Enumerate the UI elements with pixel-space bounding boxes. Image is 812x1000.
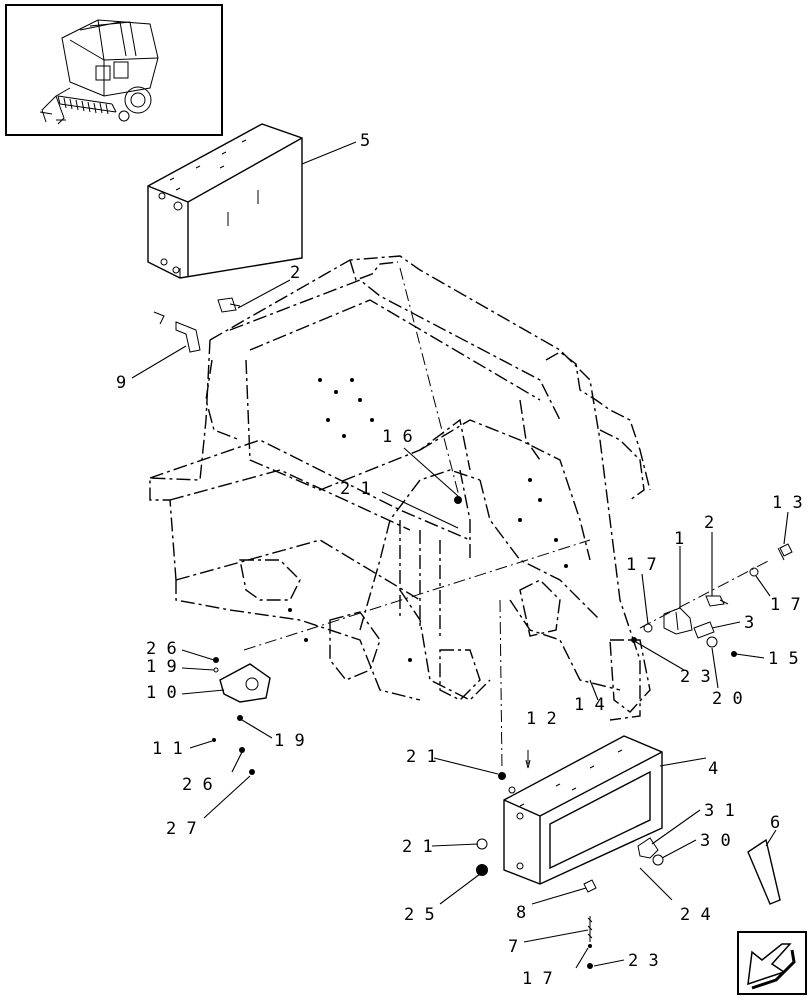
callout-1: 1 [674, 529, 684, 549]
part-23-nut-bottom [587, 963, 593, 969]
part-11-pin [212, 738, 216, 742]
next-page-arrow-icon[interactable] [737, 931, 807, 995]
callout-7: 7 [508, 937, 518, 957]
part-21-washer-bottom [476, 838, 488, 850]
part-31-clamp [637, 837, 659, 859]
callout-5: 5 [360, 131, 370, 151]
part-27-pin [249, 769, 255, 775]
part-30-grommet [652, 854, 664, 866]
part-20-washer [706, 636, 718, 648]
part-7-spring [587, 916, 593, 942]
part-5-box [147, 123, 303, 279]
callout-27: 2 7 [166, 819, 197, 839]
part-4-frame-box [503, 735, 663, 885]
callout-4: 4 [708, 759, 718, 779]
callout-21-lower: 2 1 [406, 747, 437, 767]
callout-21-bottom: 2 1 [402, 837, 433, 857]
callout-14: 1 4 [574, 695, 605, 715]
part-17-washer-right [749, 567, 759, 577]
part-2-right [705, 595, 729, 607]
part-25-nut [476, 864, 488, 876]
callout-19-top: 1 9 [146, 657, 177, 677]
part-3-plate [693, 621, 715, 639]
axis-line-1 [399, 267, 461, 501]
callout-8: 8 [516, 903, 526, 923]
callout-17-right: 1 7 [770, 595, 801, 615]
part-6-plate [747, 838, 781, 905]
callout-17-bottom: 1 7 [522, 969, 553, 989]
callout-21-mid: 2 1 [340, 479, 371, 499]
part-21-nut-lower [498, 772, 506, 780]
callout-19-bottom: 1 9 [274, 731, 305, 751]
part-17-washer-mid [643, 623, 653, 633]
part-9-bracket [153, 311, 201, 353]
callout-13: 1 3 [772, 493, 803, 513]
callout-25: 2 5 [404, 905, 435, 925]
baler-frame [149, 255, 651, 721]
axis-line-3 [243, 539, 591, 651]
callout-16: 1 6 [382, 427, 413, 447]
part-15-nut [731, 651, 737, 657]
part-12-pin [525, 750, 531, 769]
callout-3: 3 [744, 613, 754, 633]
part-26-nut-top [213, 657, 219, 663]
axis-line-4 [639, 559, 771, 629]
axis-line-2 [499, 599, 503, 771]
callout-24: 2 4 [680, 905, 711, 925]
baler-thumbnail-icon [5, 4, 223, 136]
part-23-nut-mid [631, 637, 637, 643]
callout-10: 1 0 [146, 683, 177, 703]
part-10-block [219, 663, 271, 703]
callout-31: 3 1 [704, 801, 735, 821]
part-19-washer-top [213, 667, 219, 673]
callout-26-bottom: 2 6 [182, 775, 213, 795]
callout-2-right: 2 [704, 513, 714, 533]
callout-9: 9 [116, 373, 126, 393]
part-13-bolt [777, 543, 793, 561]
callout-11: 1 1 [152, 739, 183, 759]
callout-30: 3 0 [700, 831, 731, 851]
callout-15: 1 5 [768, 649, 799, 669]
callout-17-mid: 1 7 [626, 555, 657, 575]
frame-holes [288, 378, 568, 662]
part-2-top [217, 297, 241, 313]
callout-23-bottom: 2 3 [628, 951, 659, 971]
callout-2-top: 2 [290, 263, 300, 283]
part-8-clip [583, 879, 597, 893]
part-17-washer-bottom [588, 944, 592, 948]
part-26-nut-bottom [239, 747, 245, 753]
callout-12: 1 2 [526, 709, 557, 729]
callout-6: 6 [770, 813, 780, 833]
callout-20: 2 0 [712, 689, 743, 709]
callout-26-top: 2 6 [146, 639, 177, 659]
callout-23-mid: 2 3 [680, 667, 711, 687]
part-16-bolt [454, 496, 462, 504]
part-19-washer-bottom [237, 715, 243, 721]
part-1-bracket [663, 607, 693, 635]
